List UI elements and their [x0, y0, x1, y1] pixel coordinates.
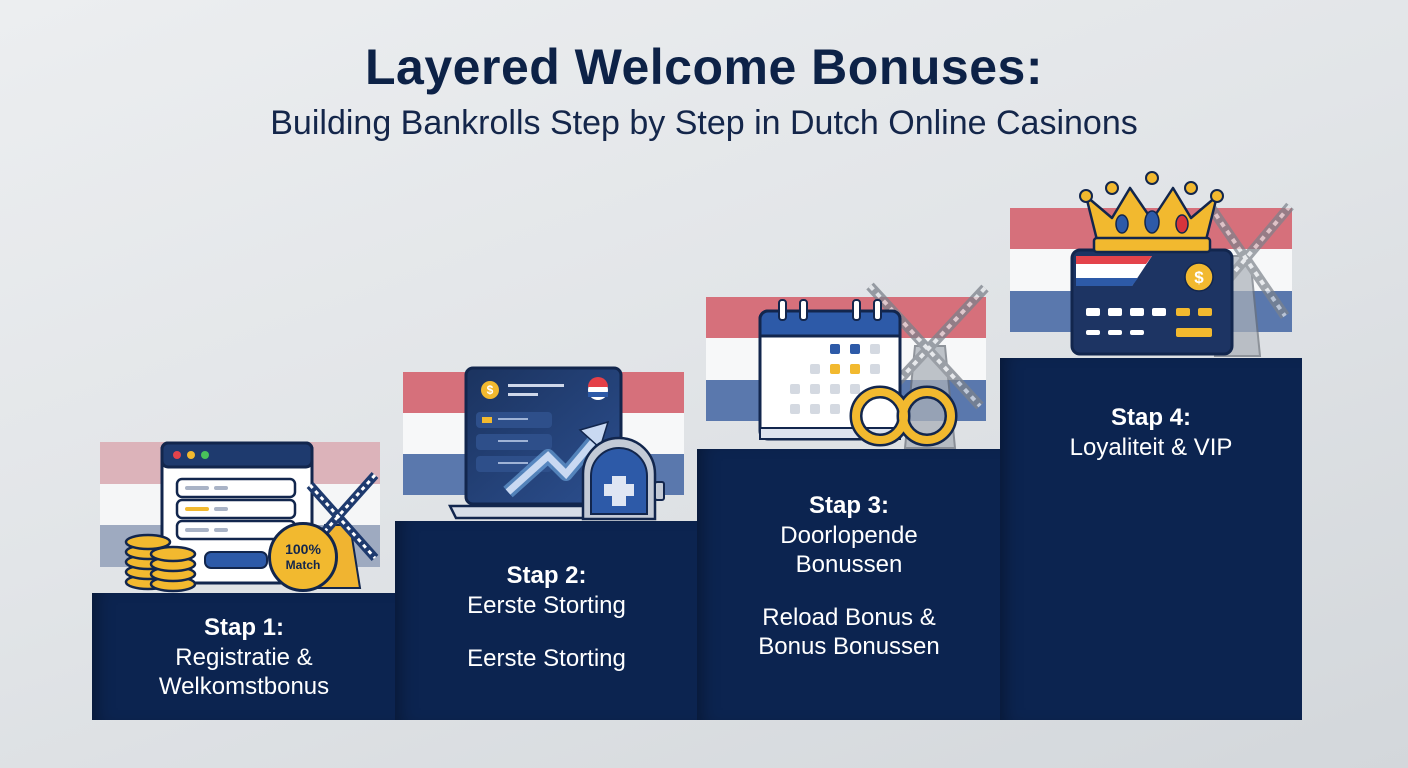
step-1-label: Stap 1: — [203, 614, 284, 641]
laptop-growth-chart-icon: $ — [448, 366, 665, 521]
badge-match: Match — [285, 558, 321, 572]
step-4-label: Stap 4: — [1110, 404, 1191, 431]
registration-form-icon — [124, 441, 379, 593]
step-1-title-line-1: Registratie & — [175, 644, 313, 671]
step-3-title-line-2: Bonussen — [795, 551, 903, 578]
100-percent-match-badge: 100% Match — [268, 522, 338, 592]
step-3-title-line-1: Doorlopende — [780, 522, 918, 549]
step-1-title-line-2: Welkomstbonus — [158, 673, 330, 700]
step-3-detail-line-2: Bonus Bonussen — [758, 633, 940, 660]
page-subtitle: Building Bankrolls Step by Step in Dutch… — [270, 104, 1138, 142]
step-2-title-line-1: Eerste Storting — [467, 592, 626, 619]
step-3-block: Stap 3: Doorlopende Bonussen Reload Bonu… — [697, 449, 1001, 720]
page-title: Layered Welcome Bonuses: — [365, 39, 1043, 95]
step-2-label: Stap 2: — [506, 562, 587, 589]
step-1-block: Stap 1: Registratie & Welkomstbonus — [92, 593, 396, 720]
crown-vip-card-windmill-icon: $ — [1070, 171, 1294, 357]
svg-text:$: $ — [1194, 268, 1204, 287]
calendar-rings-windmill-icon — [758, 282, 989, 449]
step-3-label: Stap 3: — [808, 492, 889, 519]
svg-text:$: $ — [487, 383, 494, 397]
step-2-block: Stap 2: Eerste Storting Eerste Storting — [395, 521, 698, 720]
step-4-title-line-1: Loyaliteit & VIP — [1069, 434, 1233, 461]
step-2-detail-line-1: Eerste Storting — [467, 645, 626, 672]
step-3-detail-line-1: Reload Bonus & — [762, 604, 936, 631]
step-4-block: Stap 4: Loyaliteit & VIP — [1000, 358, 1302, 720]
badge-percent: 100% — [285, 541, 321, 557]
